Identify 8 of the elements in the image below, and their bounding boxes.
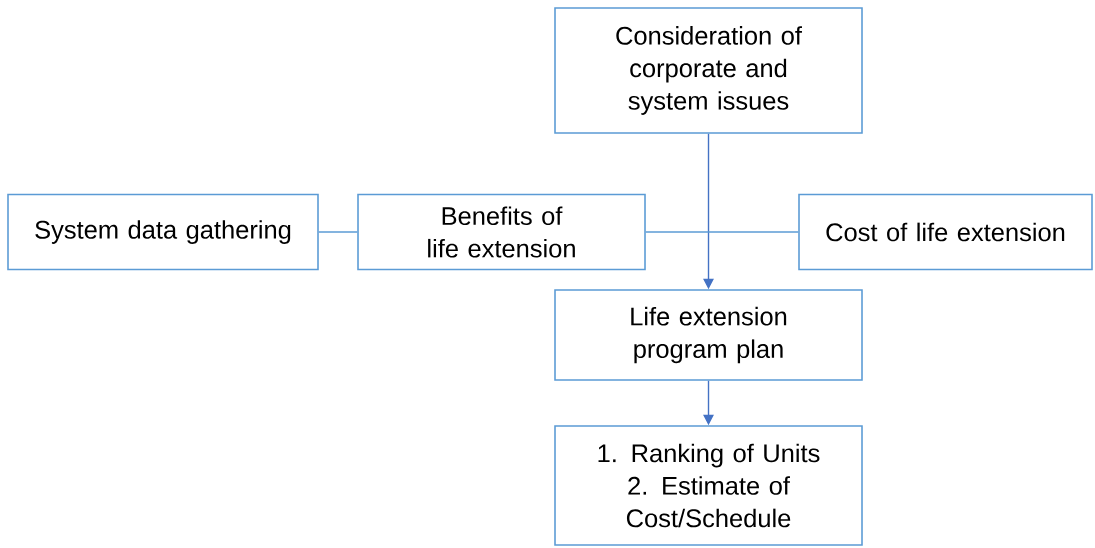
process-box: System data gathering bbox=[7, 193, 319, 271]
process-box: Consideration of corporate and system issues bbox=[554, 7, 863, 134]
connector-line bbox=[645, 231, 799, 233]
connector-line bbox=[318, 231, 358, 233]
process-box: 1. Ranking of Units 2. Estimate of Cost/Schedule bbox=[554, 425, 863, 546]
process-box: Cost of life extension bbox=[798, 193, 1093, 271]
process-box: Life extension program plan bbox=[554, 289, 863, 381]
process-box: Benefits of life extension bbox=[357, 193, 646, 271]
